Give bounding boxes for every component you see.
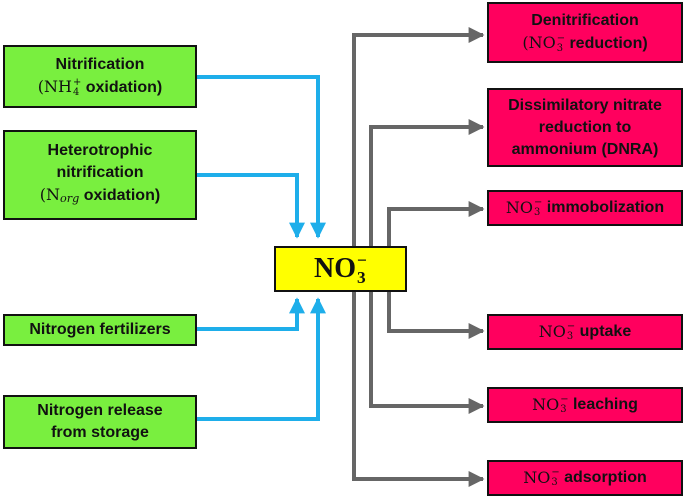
heterotrophic-label-line-2: nitrification — [56, 163, 144, 181]
arrow-adsorption — [352, 292, 485, 487]
denitrification-subtitle: (NO−3 reduction) — [522, 32, 648, 54]
nitrification-label: Nitrification — [55, 56, 145, 73]
dnra-label-line-3: ammonium (DNRA) — [511, 140, 659, 158]
arrow-nitrogen-release — [197, 297, 326, 421]
dnra-label-line-2: reduction to — [538, 118, 632, 136]
sink-denitrification: Denitrification (NO−3 reduction) — [487, 2, 683, 63]
heterotrophic-subtitle: (Norg oxidation) — [39, 184, 161, 206]
arrow-dnra — [369, 119, 485, 246]
source-heterotrophic-nitrification: Heterotrophic nitrification (Norg oxidat… — [3, 130, 197, 220]
center-formula-base: NO — [314, 253, 357, 284]
arrow-nitrification — [197, 75, 326, 239]
sink-dnra: Dissimilatory nitrate reduction to ammon… — [487, 88, 683, 167]
source-nitrification: Nitrification (NH+4 oxidation) — [3, 45, 197, 108]
release-label-line-2: from storage — [51, 424, 149, 441]
release-label-line-1: Nitrogen release — [37, 402, 163, 419]
arrow-heterotrophic-nitrification — [197, 173, 305, 239]
sink-leaching: NO−3 leaching — [487, 387, 683, 423]
arrow-leaching — [369, 292, 485, 414]
sink-immobolization: NO−3 immobolization — [487, 190, 683, 226]
fertilizers-label: Nitrogen fertilizers — [29, 321, 171, 338]
nitrification-subtitle: (NH+4 oxidation) — [37, 76, 163, 98]
source-nitrogen-fertilizers: Nitrogen fertilizers — [3, 314, 197, 346]
nitrate-center-node: NO−3 — [274, 246, 407, 292]
arrow-uptake — [387, 292, 485, 339]
arrow-nitrogen-fertilizers — [197, 297, 305, 331]
source-nitrogen-release: Nitrogen release from storage — [3, 395, 197, 449]
arrow-immobolization — [387, 201, 485, 246]
heterotrophic-label-line-1: Heterotrophic — [47, 141, 153, 159]
arrow-denitrification — [352, 27, 485, 246]
sink-uptake: NO−3 uptake — [487, 314, 683, 350]
sink-adsorption: NO−3 adsorption — [487, 460, 683, 496]
dnra-label-line-1: Dissimilatory nitrate — [508, 96, 662, 114]
denitrification-label: Denitrification — [531, 12, 639, 29]
